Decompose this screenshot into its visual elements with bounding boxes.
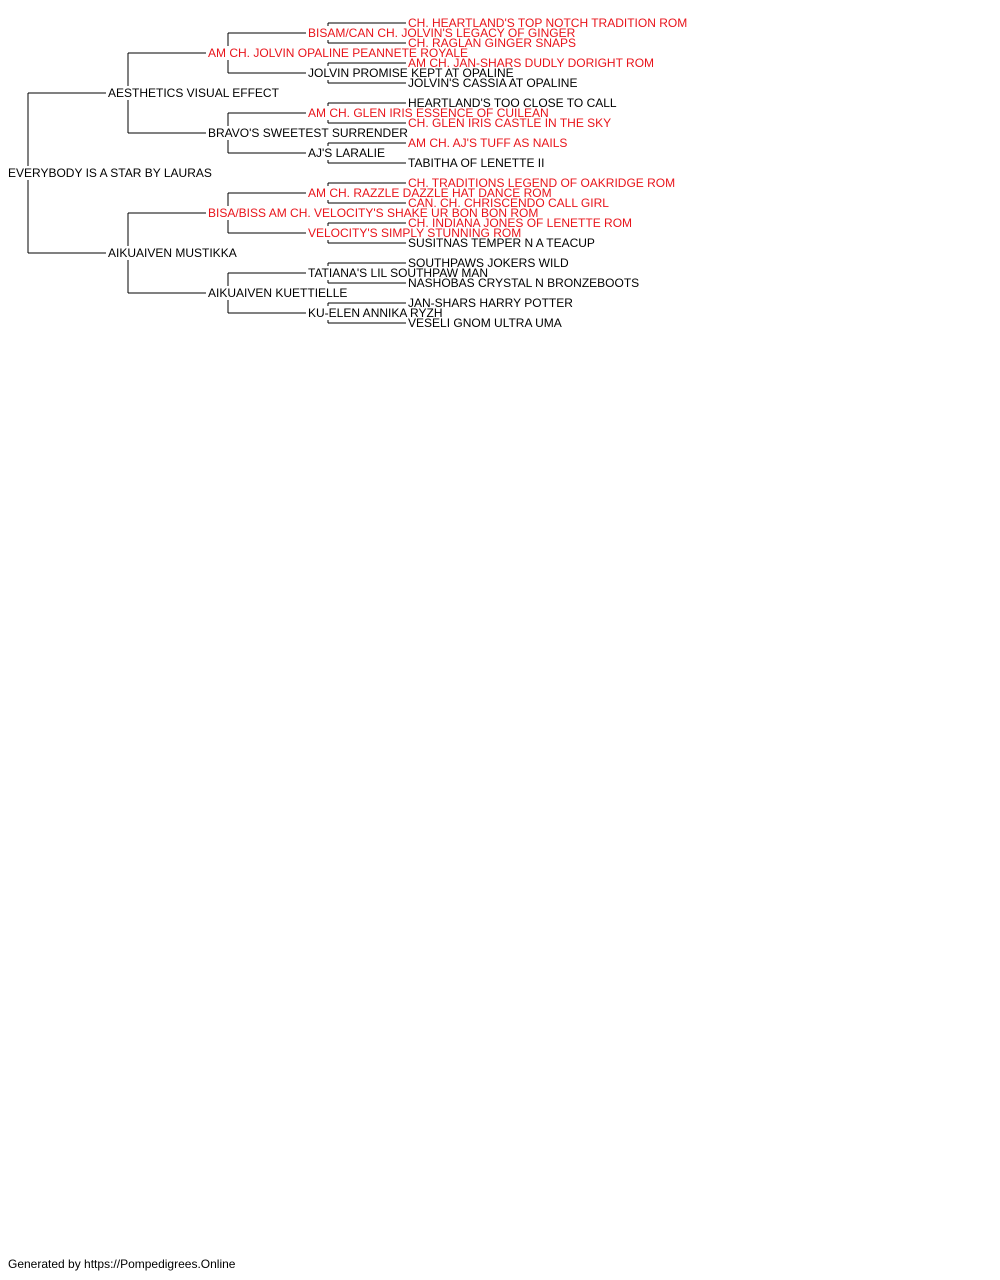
- ancestor-name-dam-dam-sire: TATIANA'S LIL SOUTHPAW MAN: [308, 266, 488, 280]
- ancestor-name-dam-sire-dam-dam: SUSITNAS TEMPER N A TEACUP: [408, 236, 595, 250]
- ancestor-name-sire-sire: AM CH. JOLVIN OPALINE PEANNETE ROYALE: [208, 46, 468, 60]
- ancestor-name-dam-dam-dam: KU-ELEN ANNIKA RYZH: [308, 306, 442, 320]
- ancestor-name-sire-dam: BRAVO'S SWEETEST SURRENDER: [208, 126, 408, 140]
- ancestor-name-dam-dam: AIKUAIVEN KUETTIELLE: [208, 286, 347, 300]
- ancestor-name-dam-dam-dam-sire: JAN-SHARS HARRY POTTER: [408, 296, 573, 310]
- ancestor-name-dam-dam-dam-dam: VESELI GNOM ULTRA UMA: [408, 316, 562, 330]
- ancestor-name-sire-sire-dam-dam: JOLVIN'S CASSIA AT OPALINE: [408, 76, 577, 90]
- ancestor-name-sire: AESTHETICS VISUAL EFFECT: [108, 86, 280, 100]
- ancestor-name-sire-sire-sire-sire: CH. HEARTLAND'S TOP NOTCH TRADITION ROM: [408, 16, 687, 30]
- ancestor-name-sire-sire-dam-sire: AM CH. JAN-SHARS DUDLY DORIGHT ROM: [408, 56, 654, 70]
- ancestor-name-dam: AIKUAIVEN MUSTIKKA: [108, 246, 237, 260]
- ancestor-name-dam-sire: BISA/BISS AM CH. VELOCITY'S SHAKE UR BON…: [208, 206, 538, 220]
- ancestor-name-sire-dam-sire-sire: HEARTLAND'S TOO CLOSE TO CALL: [408, 96, 617, 110]
- ancestor-name-sire-dam-dam-sire: AM CH. AJ'S TUFF AS NAILS: [408, 136, 567, 150]
- ancestor-name-dam-dam-sire-sire: SOUTHPAWS JOKERS WILD: [408, 256, 569, 270]
- ancestor-name-dam-sire-sire-dam: CAN. CH. CHRISCENDO CALL GIRL: [408, 196, 609, 210]
- ancestor-name-sire-dam-sire-dam: CH. GLEN IRIS CASTLE IN THE SKY: [408, 116, 611, 130]
- generated-by-footer: Generated by https://Pompedigrees.Online: [8, 1257, 236, 1271]
- subject-dog-name: EVERYBODY IS A STAR BY LAURAS: [8, 166, 212, 180]
- ancestor-name-dam-sire-dam-sire: CH. INDIANA JONES OF LENETTE ROM: [408, 216, 632, 230]
- ancestor-name-dam-sire-dam: VELOCITY'S SIMPLY STUNNING ROM: [308, 226, 521, 240]
- ancestor-name-dam-sire-sire-sire: CH. TRADITIONS LEGEND OF OAKRIDGE ROM: [408, 176, 675, 190]
- ancestor-name-sire-dam-dam: AJ'S LARALIE: [308, 146, 385, 160]
- ancestor-name-sire-dam-dam-dam: TABITHA OF LENETTE II: [408, 156, 544, 170]
- ancestor-name-sire-sire-sire: BISAM/CAN CH. JOLVIN'S LEGACY OF GINGER: [308, 26, 576, 40]
- ancestor-name-sire-dam-sire: AM CH. GLEN IRIS ESSENCE OF CUILEAN: [308, 106, 549, 120]
- ancestor-name-sire-sire-sire-dam: CH. RAGLAN GINGER SNAPS: [408, 36, 576, 50]
- ancestor-name-dam-sire-sire: AM CH. RAZZLE DAZZLE HAT DANCE ROM: [308, 186, 552, 200]
- ancestor-name-sire-sire-dam: JOLVIN PROMISE KEPT AT OPALINE: [308, 66, 514, 80]
- ancestor-name-dam-dam-sire-dam: NASHOBAS CRYSTAL N BRONZEBOOTS: [408, 276, 639, 290]
